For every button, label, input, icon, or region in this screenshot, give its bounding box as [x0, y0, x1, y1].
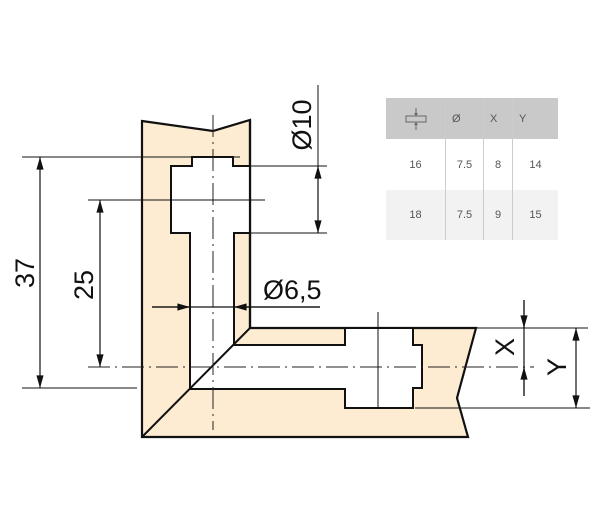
- dim-y-label: Y: [542, 358, 572, 376]
- cell-x: 8: [483, 139, 513, 190]
- cell-diameter: 7.5: [445, 190, 484, 240]
- cell-thickness: 16: [386, 139, 446, 190]
- dim-37-label: 37: [10, 258, 40, 288]
- table-header: Ø X Y: [386, 98, 558, 139]
- cell-diameter: 7.5: [445, 139, 484, 190]
- dimensions-table: Ø X Y 16 7.5 8 14 18 7.5 9 15: [386, 98, 558, 240]
- header-y: Y: [512, 98, 558, 139]
- cell-x: 9: [483, 190, 513, 240]
- header-x: X: [483, 98, 513, 139]
- header-diameter: Ø: [445, 98, 484, 139]
- dim-d65-label: Ø6,5: [263, 275, 322, 305]
- cell-thickness: 18: [386, 190, 446, 240]
- miter-line: [141, 327, 251, 438]
- dim-x-label: X: [490, 338, 520, 356]
- table-row: 18 7.5 9 15: [386, 190, 558, 240]
- table-row: 16 7.5 8 14: [386, 139, 558, 190]
- cell-y: 14: [512, 139, 558, 190]
- board-thickness-icon: [386, 98, 446, 139]
- dim-d10-label: Ø10: [287, 99, 317, 150]
- extension-lines: [22, 85, 590, 409]
- cell-y: 15: [512, 190, 558, 240]
- dim-25-label: 25: [69, 270, 99, 300]
